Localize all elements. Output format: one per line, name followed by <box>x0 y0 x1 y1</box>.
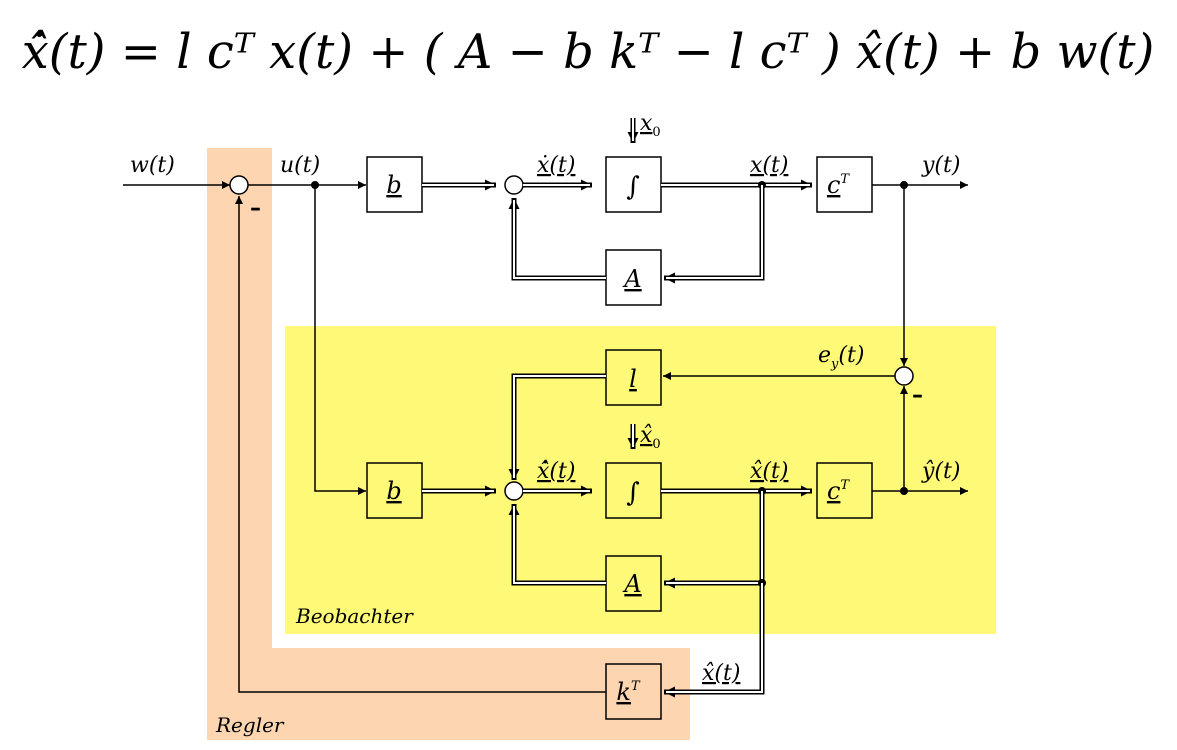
plant-A-feedback-in-inner <box>666 185 763 279</box>
x0-label: x0 <box>640 111 661 140</box>
xdot-label: ẋ(t) <box>537 153 575 178</box>
l-to-sum-inner <box>513 375 606 478</box>
controller-region-label: Regler <box>215 713 285 737</box>
observer-b-label: b <box>386 477 401 505</box>
error-summing-junction <box>894 366 914 386</box>
observer-A-label: A <box>622 570 641 598</box>
xhat-label: x̂(t) <box>750 459 788 484</box>
controller-xhat-label: x̂(t) <box>702 661 740 686</box>
u-label: u(t) <box>280 153 320 178</box>
plant-A-feedback-out <box>508 198 606 281</box>
x-label: x(t) <box>750 153 788 178</box>
xhatdot-label: x̂̇(t) <box>537 459 575 484</box>
plant-minus-sign: – <box>250 196 261 221</box>
controller-region <box>207 148 690 740</box>
observer-A-feedback-out-inner <box>513 506 606 584</box>
observer-c-label: cT <box>827 477 850 505</box>
plant-integrator-label: ∫ <box>626 172 640 202</box>
observer-region-label: Beobachter <box>295 604 414 628</box>
y-label: y(t) <box>921 153 960 178</box>
x0hat-label: x̂0 <box>640 423 661 452</box>
yhat-label: ŷ(t) <box>921 459 960 484</box>
observer-sum <box>504 481 524 501</box>
plant-A-feedback-out-inner <box>513 200 606 279</box>
plant-A-feedback-in <box>664 185 765 284</box>
observer-equation: x̂̇(t) = l cᵀ x(t) + ( A − b kᵀ − l cᵀ )… <box>22 24 1155 80</box>
observer-l-label: l <box>629 365 637 393</box>
plant-sum-2 <box>504 175 524 195</box>
plant-A-label: A <box>622 265 641 293</box>
u-to-observer-line <box>314 185 366 495</box>
xhat-to-k-inner <box>666 583 763 693</box>
controller-k-label: kT <box>616 678 641 706</box>
ey-label: ey(t) <box>818 343 864 372</box>
plant-c-label: cT <box>827 171 850 199</box>
plant-summing-junction <box>229 175 249 195</box>
input-w-label: w(t) <box>130 153 175 178</box>
k-feedback-line <box>235 196 606 693</box>
observer-integrator-label: ∫ <box>626 478 640 508</box>
plant-b-label: b <box>386 171 401 199</box>
observer-region <box>285 326 996 634</box>
error-minus-sign: – <box>912 383 923 408</box>
